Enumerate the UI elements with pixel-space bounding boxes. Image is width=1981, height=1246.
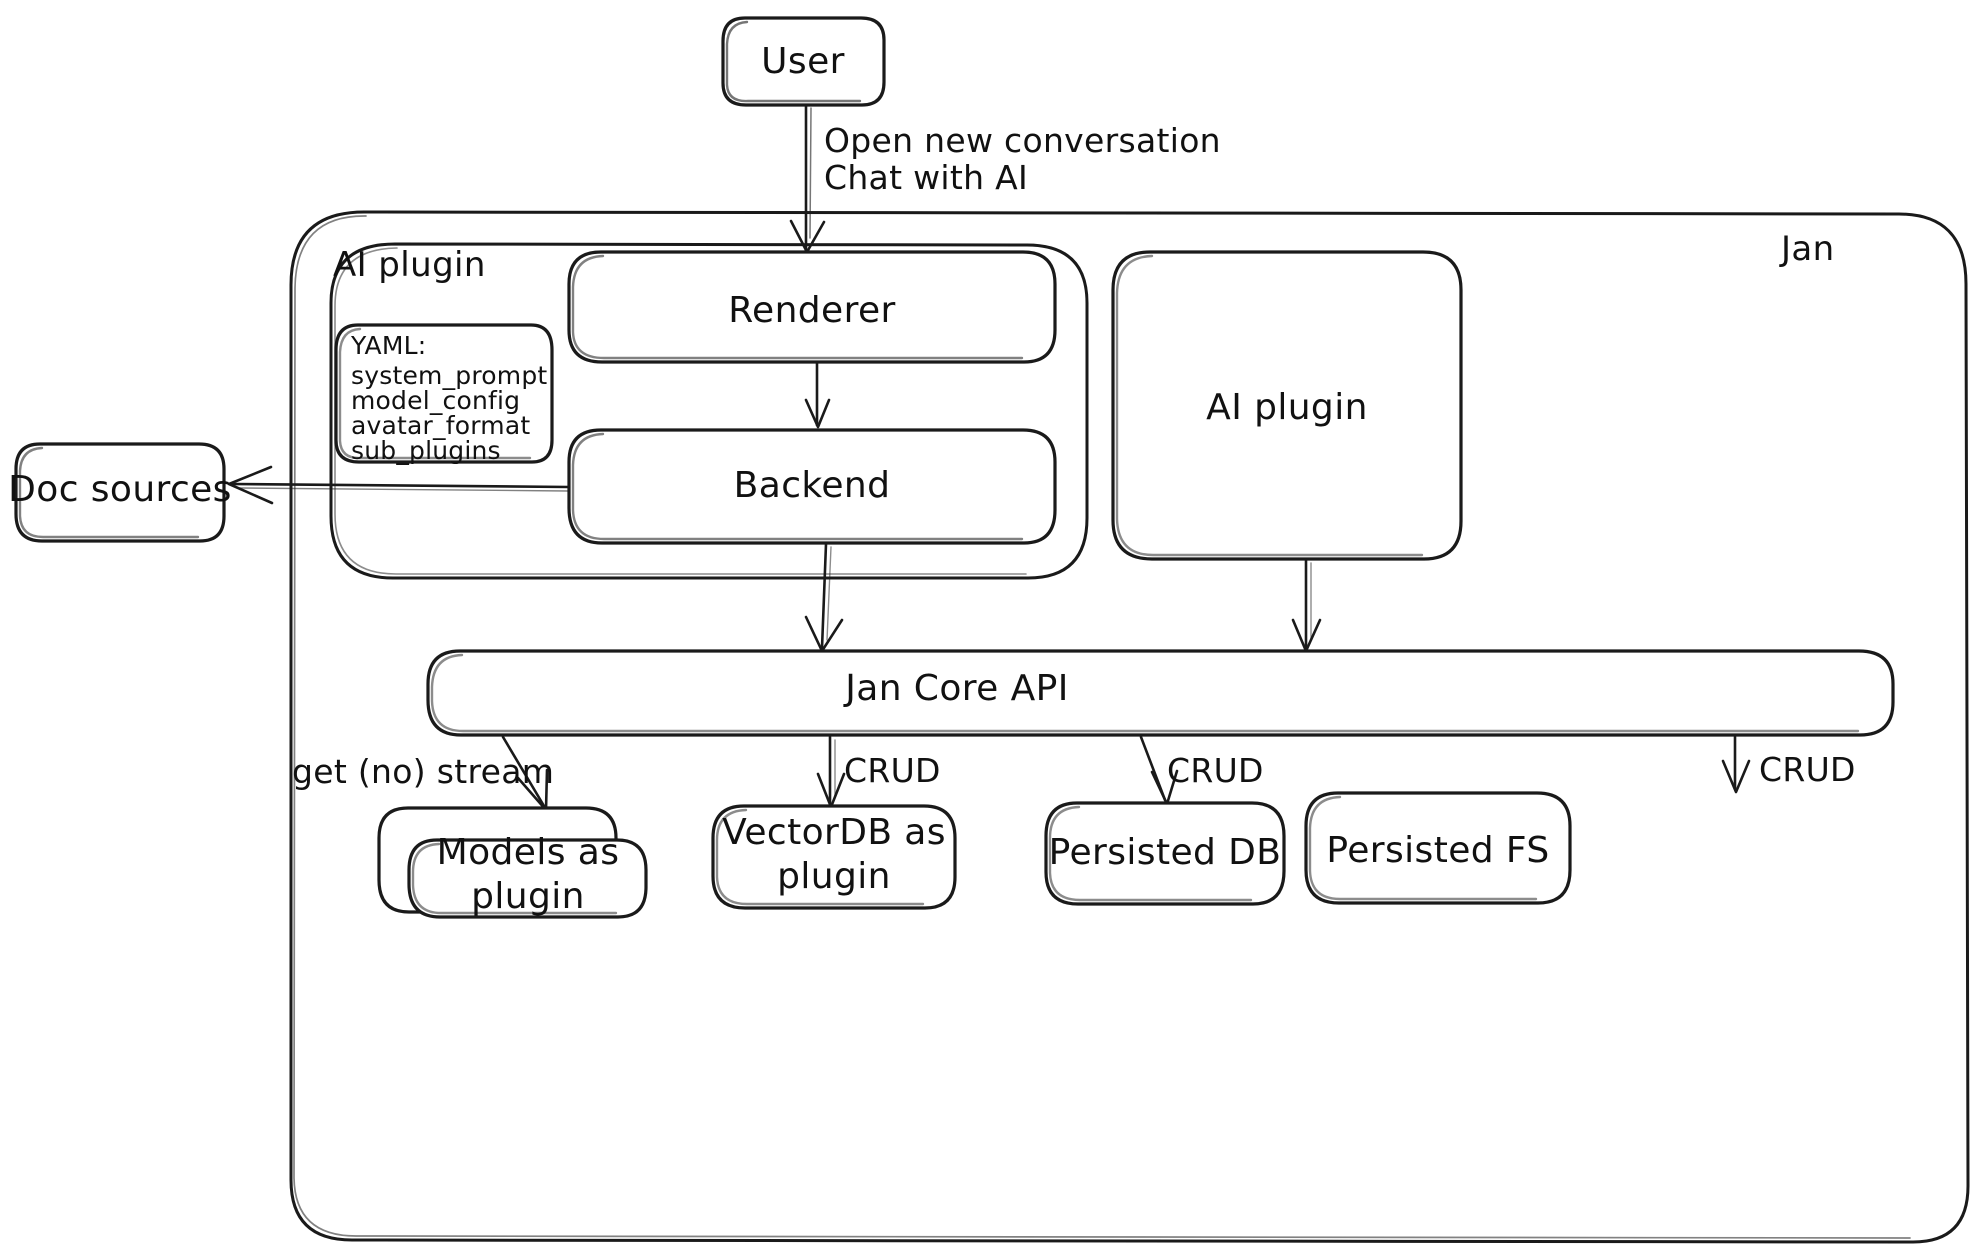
yaml-note-header: YAML: <box>351 331 427 360</box>
node-backend-shape[interactable] <box>567 428 1057 545</box>
node-label-renderer: Renderer <box>728 289 896 331</box>
edge-renderer-to-backend <box>804 361 831 429</box>
node-vectordb-as-plugin-shape[interactable] <box>711 804 957 910</box>
node-label-ai-plugin: AI plugin <box>1206 386 1368 428</box>
node-label-models-as-plugin: Models as plugin <box>436 832 620 917</box>
node-label-persisted-fs: Persisted FS <box>1326 829 1550 871</box>
node-persisted-fs-shape[interactable] <box>1304 791 1572 905</box>
node-ai-plugin-shape[interactable] <box>1111 250 1463 561</box>
edge-backend-to-doc-sources <box>227 465 571 505</box>
edge-label-crud-persisted-fs: CRUD <box>1759 750 1856 789</box>
node-yaml-note-shape <box>334 323 554 464</box>
node-label-backend: Backend <box>733 464 891 506</box>
node-jan-core-api-shape[interactable] <box>426 649 1895 737</box>
container-jan <box>289 210 1970 1244</box>
yaml-note-key-1: model_config <box>351 386 521 415</box>
edge-core-api-to-vectordb <box>816 735 846 809</box>
edge-label-crud-vectordb: CRUD <box>844 751 941 790</box>
yaml-note-key-2: avatar_format <box>351 411 531 440</box>
edge-label-crud-persisted-db: CRUD <box>1167 751 1264 790</box>
edge-core-api-to-persisted-fs <box>1721 735 1751 794</box>
node-persisted-db-shape[interactable] <box>1044 801 1286 906</box>
container-label-jan: Jan <box>1781 229 1835 269</box>
edge-ai-plugin-to-core-api <box>1291 558 1322 653</box>
node-user-shape[interactable] <box>721 16 886 107</box>
edge-backend-to-core-api <box>804 542 844 653</box>
node-doc-sources-shape[interactable] <box>14 442 226 543</box>
container-label-ai-plugin-group: AI plugin <box>333 245 486 285</box>
node-models-as-plugin-shape[interactable] <box>377 806 648 919</box>
edge-label-user-to-renderer: Open new conversation Chat with AI <box>824 121 1221 197</box>
node-label-vectordb-as-plugin: VectorDB as plugin <box>722 812 946 897</box>
yaml-note-key-0: system_prompt <box>351 361 548 390</box>
node-label-persisted-db: Persisted DB <box>1048 831 1282 873</box>
container-ai-plugin-group <box>329 242 1089 580</box>
node-label-jan-core-api: Jan Core API <box>845 667 1069 709</box>
node-label-doc-sources: Doc sources <box>8 468 232 510</box>
node-label-user: User <box>761 40 845 82</box>
edge-label-get-no-stream: get (no) stream <box>292 752 555 791</box>
edge-user-to-renderer <box>789 104 826 254</box>
yaml-note-key-3: sub_plugins <box>351 436 501 465</box>
node-renderer-shape[interactable] <box>567 250 1057 364</box>
